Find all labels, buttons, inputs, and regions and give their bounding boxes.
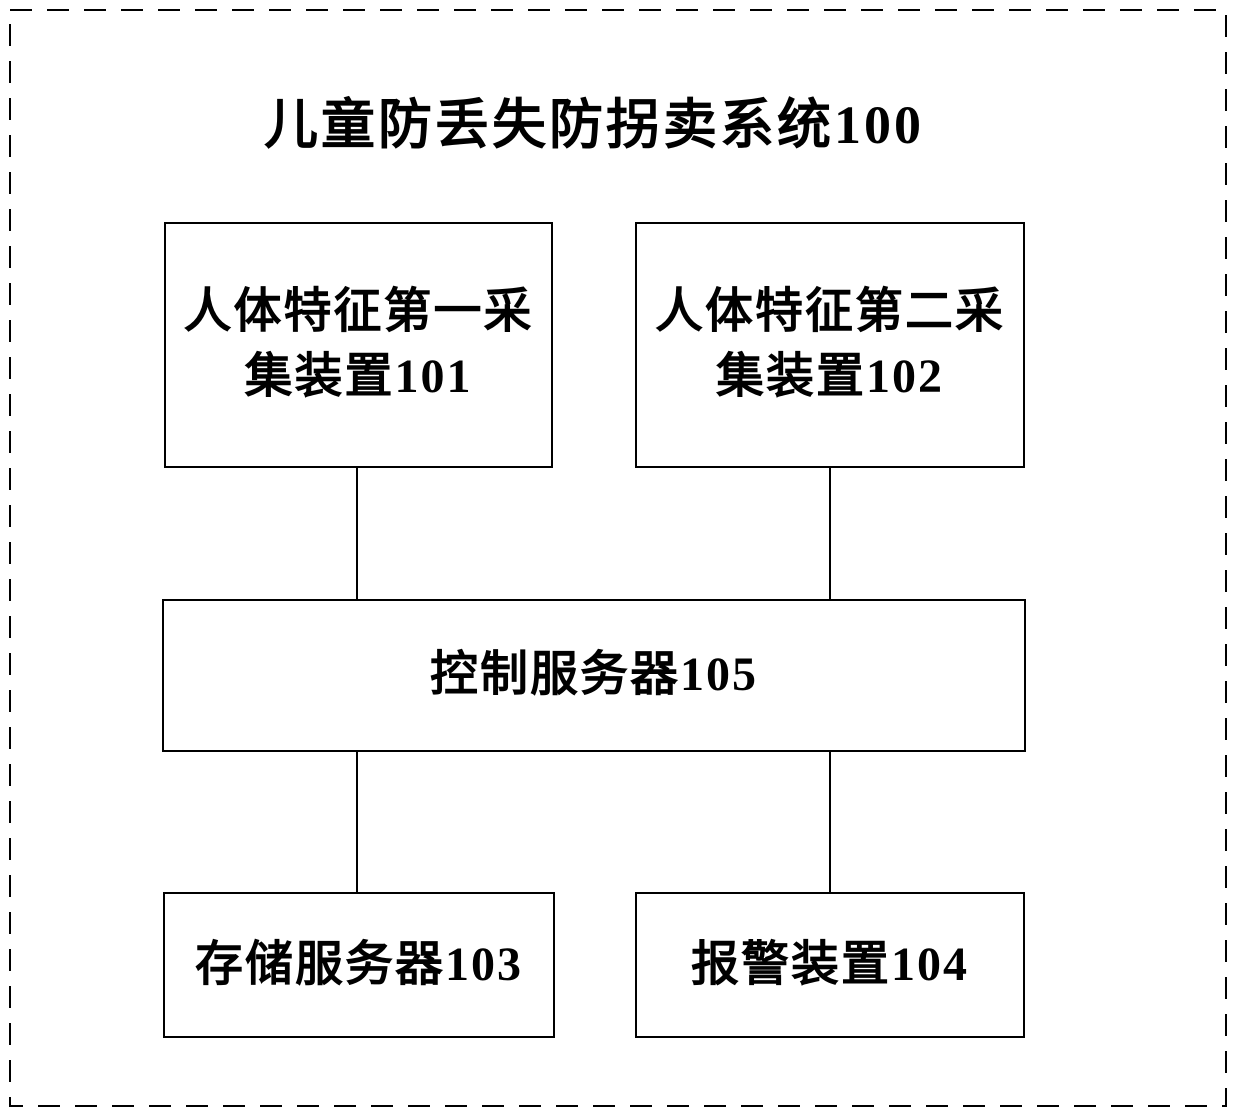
box-human-feature-second-collector-line1: 人体特征第二采 [654,285,1005,339]
box-storage-server: 存储服务器103 [163,892,555,1038]
box-control-server-line1: 控制服务器105 [429,648,758,702]
box-alarm-device-line1: 报警装置104 [690,937,969,991]
box-human-feature-first-collector-line1: 人体特征第一采 [183,285,534,339]
box-human-feature-first-collector-label: 人体特征第一采 集装置101 [183,280,533,410]
box-alarm-device: 报警装置104 [635,892,1025,1038]
box-human-feature-second-collector-line2: 集装置102 [715,350,944,403]
connector-control-to-alarm [829,750,831,894]
box-human-feature-second-collector: 人体特征第二采 集装置102 [635,222,1025,468]
connector-collector2-to-control [829,466,831,601]
box-storage-server-line1: 存储服务器103 [194,937,523,991]
box-control-server-label: 控制服务器105 [430,643,758,708]
connector-control-to-storage [356,750,358,894]
box-human-feature-first-collector: 人体特征第一采 集装置101 [164,222,553,468]
box-alarm-device-label: 报警装置104 [691,933,969,998]
box-control-server: 控制服务器105 [162,599,1026,752]
box-storage-server-label: 存储服务器103 [195,933,523,998]
box-human-feature-second-collector-label: 人体特征第二采 集装置102 [655,280,1005,410]
connector-collector1-to-control [356,466,358,601]
box-human-feature-first-collector-line2: 集装置101 [244,350,473,403]
diagram-title: 儿童防丢失防拐卖系统100 [264,95,924,155]
